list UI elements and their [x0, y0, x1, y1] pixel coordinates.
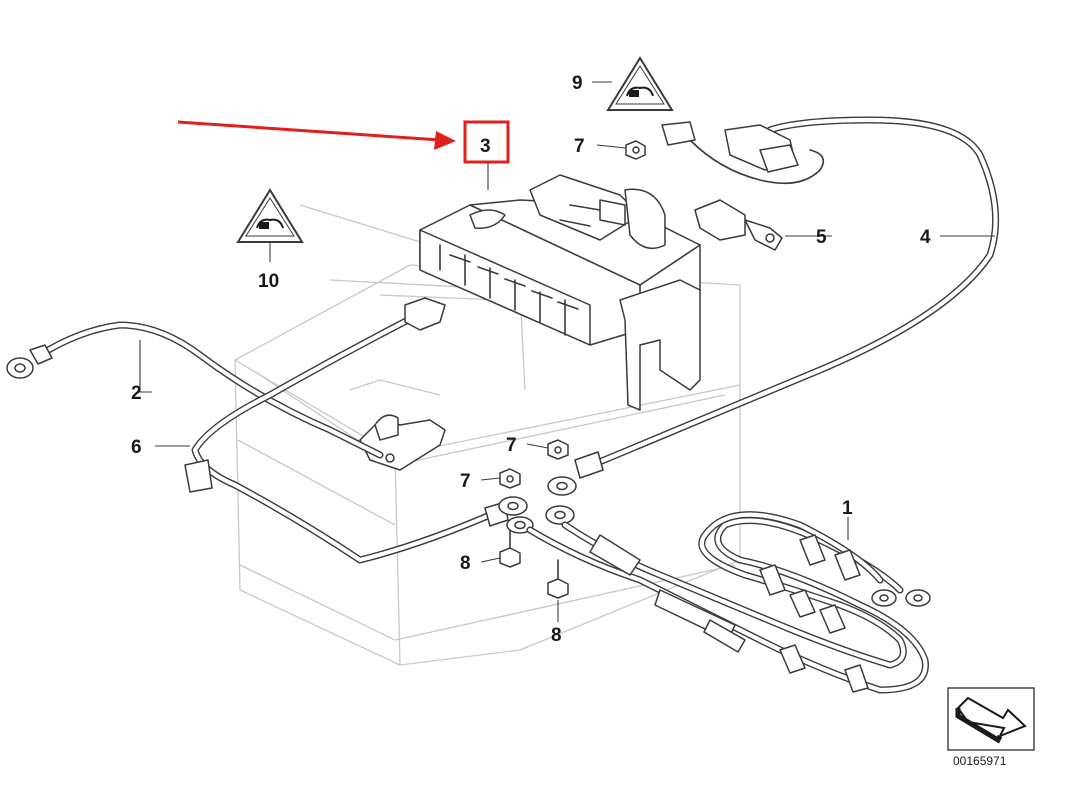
reference-number: 00165971: [953, 754, 1007, 768]
callout-6: 6: [131, 437, 142, 458]
bolt-8-bottom: [547, 559, 569, 599]
callout-1: 1: [842, 498, 853, 519]
highlight-annotation: [177, 120, 510, 164]
leader-lines: [139, 81, 995, 622]
cable-part-6: [184, 297, 509, 564]
callout-7-middle: 7: [506, 435, 517, 456]
callout-5: 5: [816, 227, 827, 248]
sensor-wire: [661, 121, 825, 185]
ground-harness-part-1: [526, 511, 931, 694]
direction-arrow-icon: [955, 696, 1027, 744]
callout-7-left: 7: [460, 471, 471, 492]
callout-2: 2: [131, 383, 142, 404]
terminal-clamp: [359, 414, 446, 471]
corner-reference: 00165971: [947, 687, 1035, 768]
callout-7-top: 7: [574, 136, 585, 157]
callout-3: 3: [480, 136, 491, 157]
callout-10: 10: [258, 271, 279, 292]
callouts: 1 2 3 4 5 6 7 7 7 8 8 9 10: [131, 73, 931, 646]
nut-7-left: [499, 468, 521, 489]
nut-7-middle: [547, 439, 569, 460]
callout-9: 9: [572, 73, 583, 94]
warning-triangle-icon: [236, 188, 304, 243]
callout-8-bottom: 8: [551, 625, 562, 646]
cable-part-4: [547, 116, 1000, 496]
terminal-box-part-3: [419, 174, 701, 411]
highlight-box: [463, 120, 510, 164]
warning-triangle-icon: [606, 56, 674, 111]
nut-7-top: [625, 140, 646, 160]
bolt-8-left: [499, 529, 521, 568]
callout-4: 4: [920, 227, 931, 248]
cable-part-2: [6, 321, 384, 459]
callout-8-left: 8: [460, 553, 471, 574]
ring-lugs: [498, 496, 575, 534]
bracket-part-5: [694, 199, 783, 251]
